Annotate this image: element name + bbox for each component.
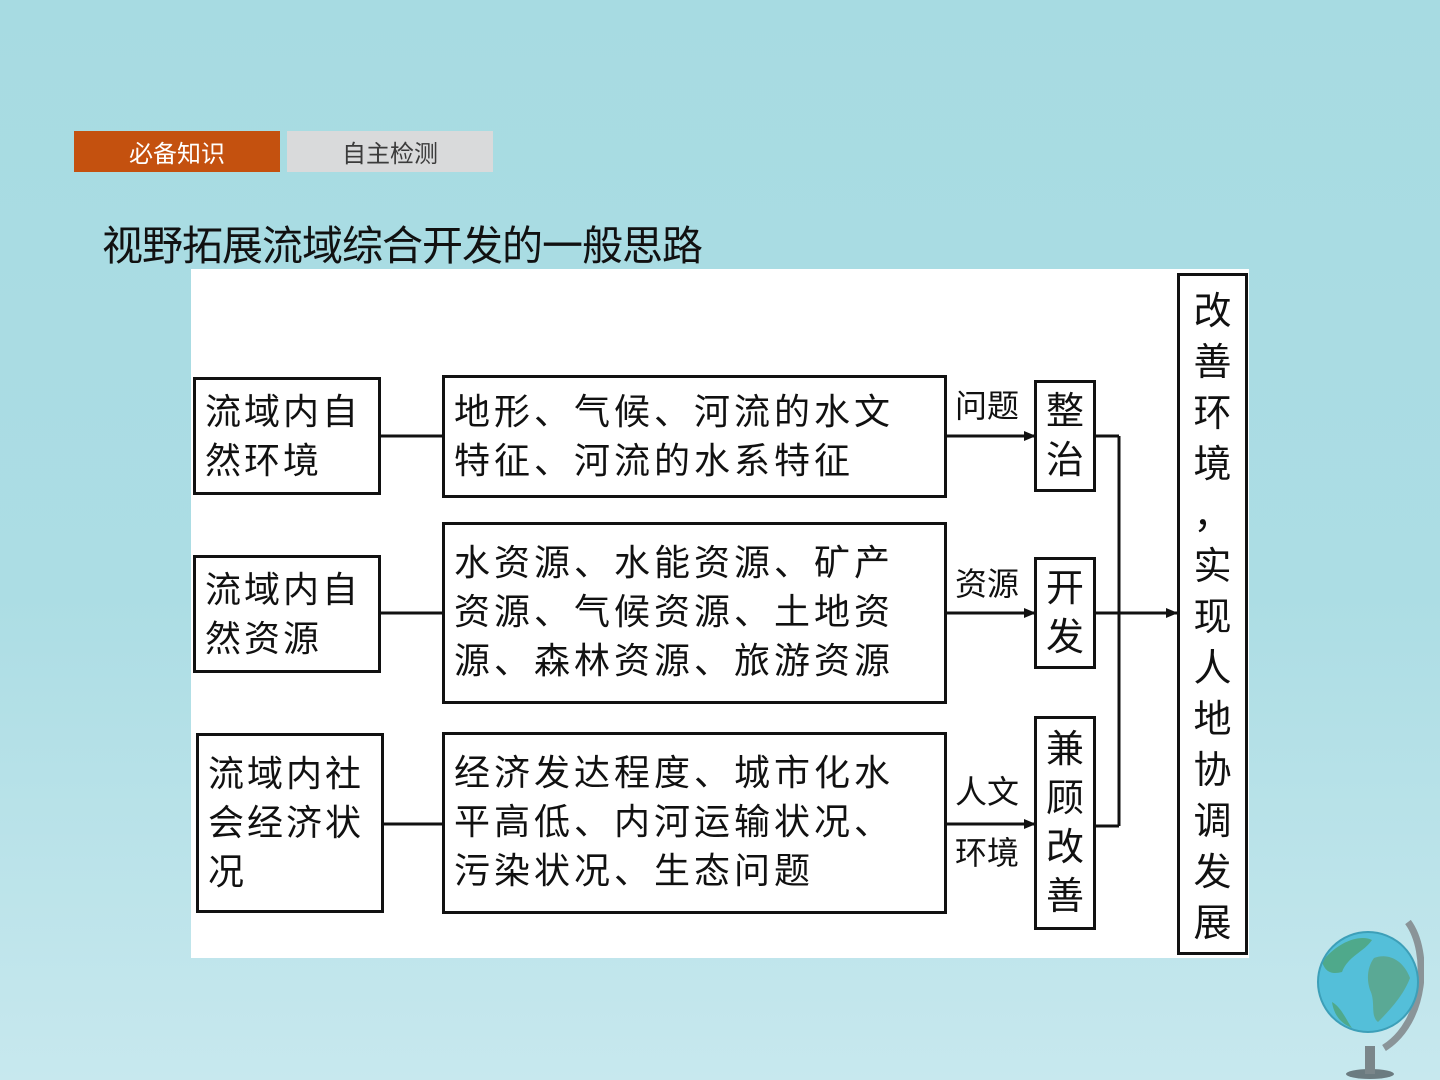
connector-lines [379,431,1178,829]
globe-icon [1317,919,1424,1079]
left-box-natural-environment-text: 流域内自 然环境 [205,392,362,482]
action-box-development: 开 发 [1034,557,1096,669]
tab-essential-knowledge[interactable]: 必备知识 [74,131,280,172]
middle-box-economy: 经济发达程度、城市化水 平高低、内河运输状况、 污染状况、生态问题 [442,732,947,914]
left-box-natural-resources: 流域内自 然资源 [193,555,381,673]
action-box-improvement: 兼 顾 改 善 [1034,716,1096,930]
left-box-socioeconomic: 流域内社 会经济状 况 [196,733,384,913]
arrow-label-resource: 资源 [955,565,1020,603]
middle-box-resources: 水资源、水能资源、矿产 资源、气候资源、土地资 源、森林资源、旅游资源 [442,522,947,704]
left-box-natural-resources-text: 流域内自 然资源 [205,570,362,660]
action-box-remediation-text: 整 治 [1045,389,1084,482]
arrow-label-humanities: 人文 [955,773,1020,811]
middle-box-resources-text: 水资源、水能资源、矿产 资源、气候资源、土地资 源、森林资源、旅游资源 [454,543,895,682]
middle-box-economy-text: 经济发达程度、城市化水 平高低、内河运输状况、 污染状况、生态问题 [454,753,895,892]
page-title: 视野拓展流域综合开发的一般思路 [102,222,703,270]
action-box-remediation: 整 治 [1034,380,1096,492]
arrow-label-environment: 环境 [955,834,1020,872]
left-box-socioeconomic-text: 流域内社 会经济状 况 [208,754,365,893]
tab-self-check[interactable]: 自主检测 [287,131,493,172]
goal-box: 改 善 环 境 ， 实 现 人 地 协 调 发 展 [1177,273,1248,955]
action-box-development-text: 开 发 [1045,566,1084,659]
arrow-label-problem: 问题 [955,387,1020,425]
middle-box-hydrology-text: 地形、气候、河流的水文 特征、河流的水系特征 [454,392,895,482]
middle-box-hydrology: 地形、气候、河流的水文 特征、河流的水系特征 [442,375,947,498]
flow-diagram: 流域内自 然环境 流域内自 然资源 流域内社 会经济状 况 地形、气候、河流的水… [191,269,1249,958]
goal-box-text: 改 善 环 境 ， 实 现 人 地 协 调 发 展 [1193,289,1232,945]
left-box-natural-environment: 流域内自 然环境 [193,377,381,495]
action-box-improvement-text: 兼 顾 改 善 [1045,727,1084,918]
